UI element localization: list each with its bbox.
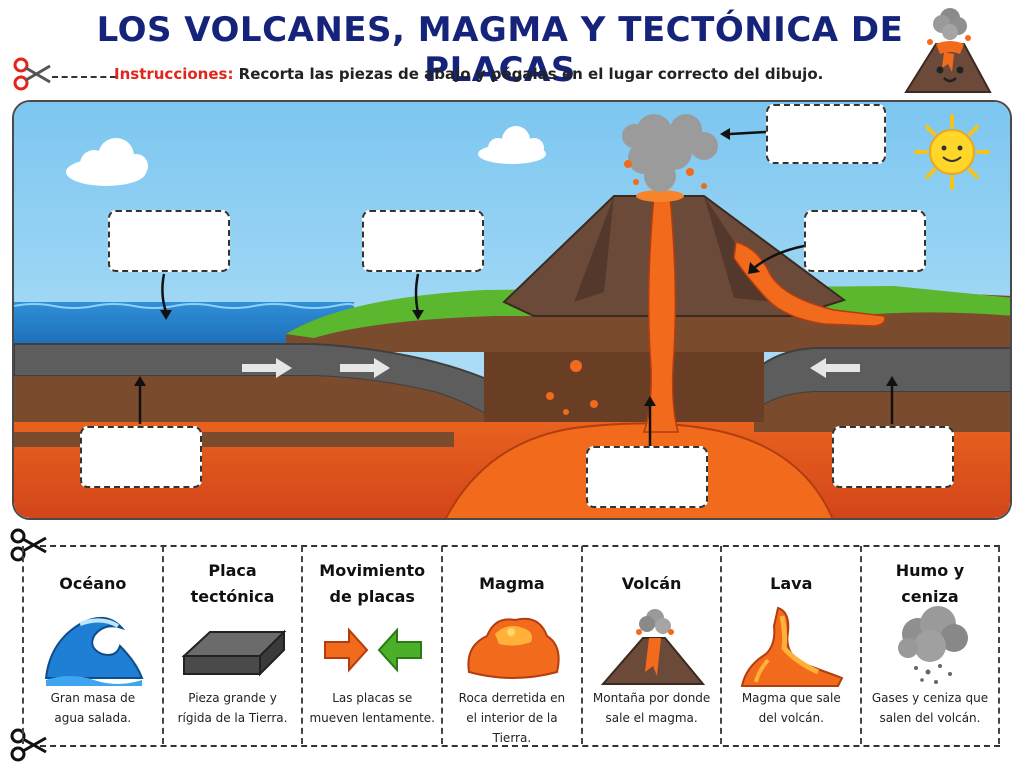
pointer-arrows <box>138 130 894 446</box>
card-lava[interactable]: Lava Magma que sale del volcán. <box>720 546 860 744</box>
cutout-cards: Océano Gran masa de agua salada. Placa t… <box>22 546 1000 745</box>
card-desc: Gases y ceniza que salen del volcán. <box>866 688 994 728</box>
scene-illustration <box>14 102 1010 518</box>
wave-icon <box>44 617 144 686</box>
card-desc: Roca derretida en el interior de la Tier… <box>447 688 577 748</box>
converging-arrows-icon <box>324 627 423 673</box>
card-title: Lava <box>770 574 813 593</box>
instructions-text: Instrucciones: Recorta las piezas de aba… <box>114 65 823 83</box>
paste-box-smoke[interactable] <box>766 104 886 164</box>
card-desc-line: agua salada. <box>54 711 132 725</box>
card-desc-line: el interior de la Tierra. <box>466 711 558 745</box>
instructions-body: Recorta las piezas de abajo y pégalas en… <box>233 65 824 83</box>
worksheet-title: LOS VOLCANES, MAGMA Y TECTÓNICA DE PLACA… <box>96 10 904 90</box>
volcano-scene <box>12 100 1012 520</box>
cloud-left-icon <box>66 138 148 186</box>
card-desc-line: Gran masa de <box>50 691 136 705</box>
card-desc-line: rígida de la Tierra. <box>177 711 288 725</box>
paste-box-ocean[interactable] <box>108 210 230 272</box>
card-desc-line: Magma que sale <box>741 691 841 705</box>
card-desc-line: Las placas se <box>332 691 413 705</box>
card-desc: Magma que sale del volcán. <box>726 688 856 728</box>
instructions-row: Instrucciones: Recorta las piezas de aba… <box>12 54 823 94</box>
card-volcan[interactable]: Volcán Montaña por donde sale el magma. <box>580 546 721 744</box>
card-desc-line: mueven lentamente. <box>309 711 435 725</box>
volcano-icon <box>600 609 705 685</box>
card-title: Volcán <box>621 574 682 593</box>
paste-box-plate-right[interactable] <box>832 426 954 488</box>
card-title: Movimiento de placas <box>319 561 426 606</box>
card-title: Placa tectónica <box>190 561 275 606</box>
paste-box-magma[interactable] <box>586 446 708 508</box>
cut-line-top <box>40 545 1000 547</box>
card-desc-line: Gases y ceniza que <box>871 691 989 705</box>
card-desc: Gran masa de agua salada. <box>28 688 158 728</box>
card-title: Océano <box>59 574 127 593</box>
smoke-plume <box>622 114 718 192</box>
card-oceano[interactable]: Océano Gran masa de agua salada. <box>22 546 162 744</box>
card-title: Humo y ceniza <box>895 561 965 606</box>
card-humo-ceniza[interactable]: Humo y ceniza Gases y ceniza que salen d… <box>860 546 1000 744</box>
scissors-bottom-icon <box>10 728 47 762</box>
card-desc-line: Roca derretida en <box>458 691 566 705</box>
plate-motion-arrows <box>242 358 860 378</box>
magma-blob-icon <box>467 617 560 679</box>
paste-box-plate-left[interactable] <box>80 426 202 488</box>
paste-box-land[interactable] <box>362 210 484 272</box>
plate-slab-icon <box>181 629 287 677</box>
scissors-icon <box>13 57 51 91</box>
card-desc: Pieza grande y rígida de la Tierra. <box>168 688 298 728</box>
card-desc-line: sale el magma. <box>605 711 698 725</box>
scissors-top-icon <box>10 528 47 562</box>
volcano-mascot-icon <box>904 8 992 93</box>
card-desc-line: salen del volcán. <box>879 711 981 725</box>
card-desc-line: del volcán. <box>758 711 824 725</box>
card-title: Magma <box>479 574 545 593</box>
lava-flow-icon <box>741 606 844 687</box>
card-desc-line: Pieza grande y <box>188 691 277 705</box>
instructions-dashed-line <box>52 76 116 78</box>
card-magma[interactable]: Magma Roca derretida en el interior de l… <box>441 546 581 745</box>
instructions-label: Instrucciones: <box>114 65 234 83</box>
sun-icon <box>914 114 990 190</box>
paste-box-lava[interactable] <box>804 210 926 272</box>
lava-flow <box>733 241 886 327</box>
card-desc: Las placas se mueven lentamente. <box>307 688 437 728</box>
card-desc-line: Montaña por donde <box>592 691 711 705</box>
card-movimiento-placas[interactable]: Movimiento de placas Las placas se mueve… <box>301 546 441 744</box>
smoke-cloud-icon <box>898 606 969 684</box>
cut-line-bottom <box>40 745 1000 747</box>
card-desc: Montaña por donde sale el magma. <box>587 688 717 728</box>
cloud-middle-icon <box>478 126 546 164</box>
card-placa-tectonica[interactable]: Placa tectónica Pieza grande y rígida de… <box>161 546 302 744</box>
